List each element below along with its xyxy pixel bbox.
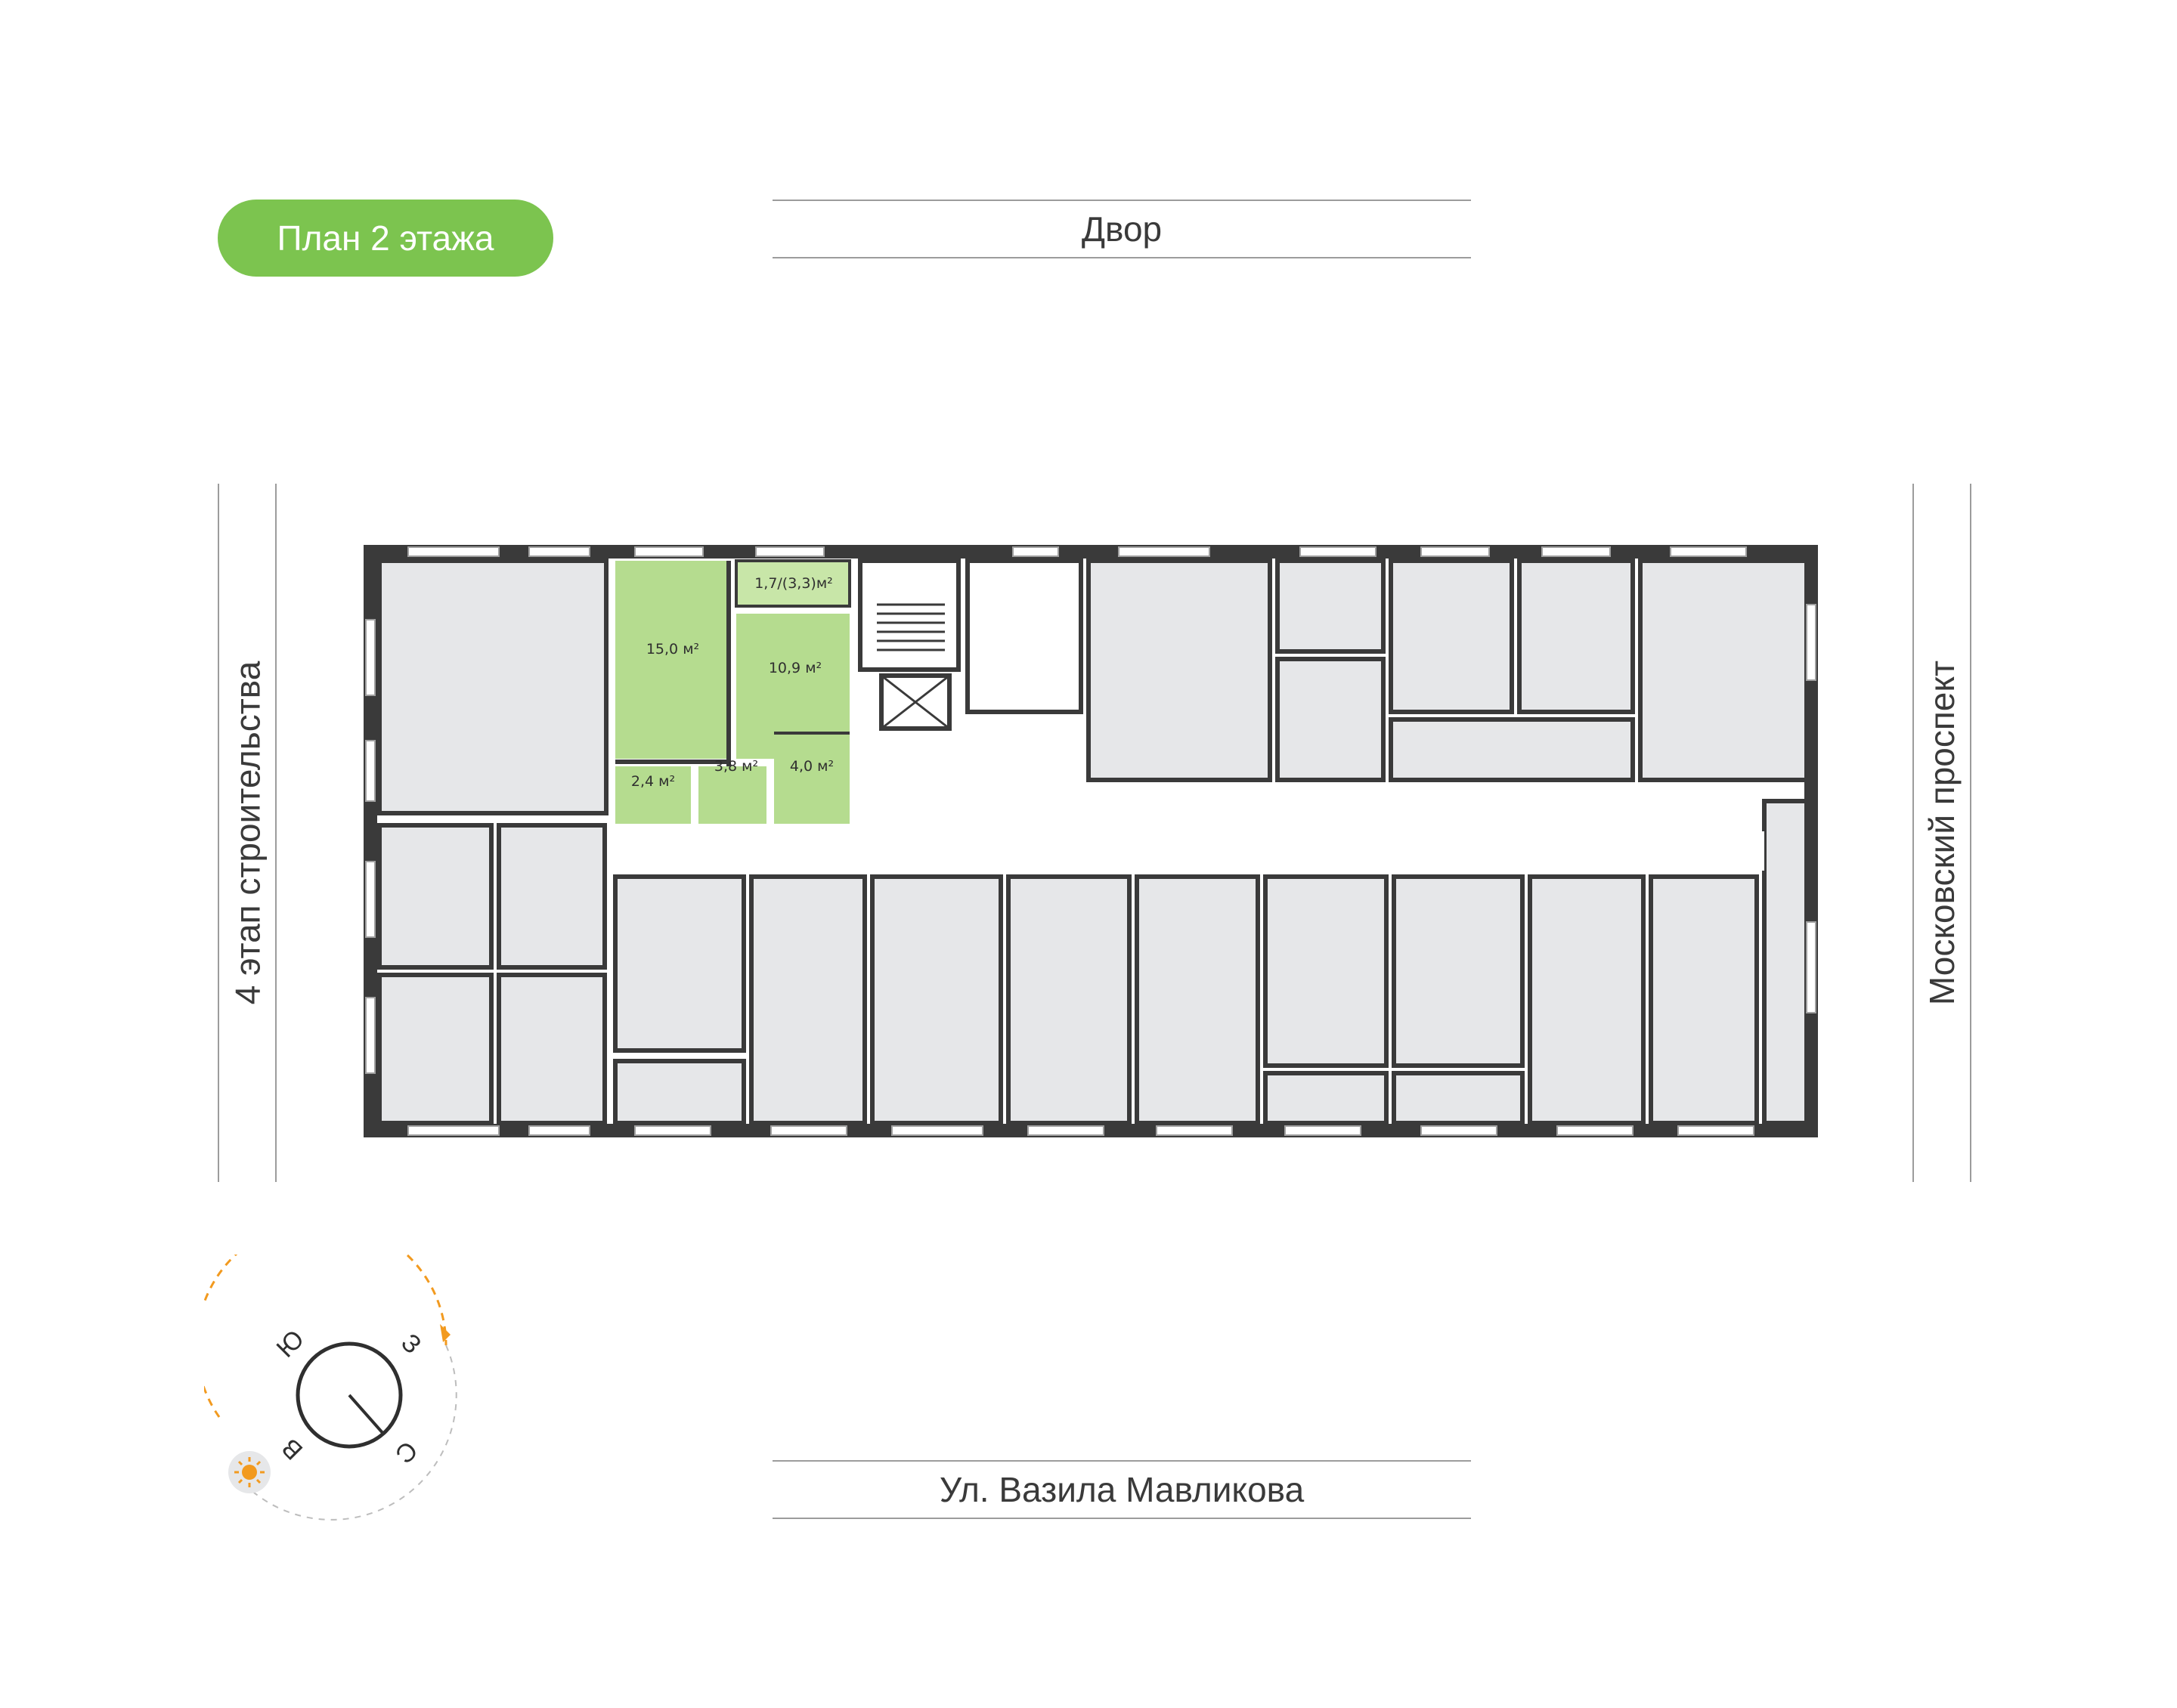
apartment-block [1392, 1071, 1525, 1125]
windows [365, 546, 1816, 1136]
apartment-block [870, 874, 1003, 1125]
street-bottom-text: Ул. Вазила Мавликова [939, 1470, 1305, 1509]
area-storage: 2,4 м² [631, 773, 675, 790]
compass-letter-east: В [276, 1433, 308, 1465]
apartment-block [1135, 874, 1260, 1125]
area-balcony: 1,7/(3,3)м² [754, 575, 833, 592]
compass-needle [348, 1394, 386, 1436]
corridor [615, 831, 1764, 871]
area-kitchen: 10,9 м² [769, 660, 822, 676]
compass-letter-west: З [395, 1329, 426, 1360]
floor-plan-badge-label: План 2 этажа [277, 218, 494, 258]
room-hall [698, 766, 766, 824]
chevron-down-icon [440, 1324, 451, 1342]
compass-dial [296, 1341, 403, 1449]
apartment-block [1517, 559, 1635, 714]
night-path-arc [249, 1344, 457, 1521]
apartment-block [1528, 874, 1646, 1125]
highlighted-apartment[interactable]: 15,0 м² 10,9 м² 1,7/(3,3)м² 3,8 м² 2,4 м… [615, 559, 851, 824]
stair-elevator-core [858, 559, 1083, 731]
sun-path-arc [204, 1255, 447, 1418]
room-storage [615, 766, 691, 824]
apartment-block [377, 823, 494, 970]
sun-icon [228, 1451, 271, 1493]
apartment-block [1389, 717, 1635, 782]
floor-plan: 15,0 м² 10,9 м² 1,7/(3,3)м² 3,8 м² 2,4 м… [364, 545, 1818, 1137]
apartment-block [1638, 559, 1809, 782]
apartments-bottom-row [613, 799, 1809, 1125]
room-living [615, 561, 729, 759]
staircase [858, 559, 961, 672]
apartment-block [613, 1059, 746, 1125]
street-label-top: Двор [773, 200, 1471, 258]
apartment-block [1263, 1071, 1389, 1125]
compass-letter-south: Ю [271, 1325, 310, 1363]
street-label-right: Московский проспект [1912, 484, 1971, 1182]
apartment-block [497, 823, 607, 970]
apartment-block [1275, 559, 1386, 654]
compass: Ю З В С [204, 1255, 457, 1521]
room-balcony [735, 559, 851, 608]
compass-letter-north: С [389, 1435, 423, 1468]
apartment-block [377, 973, 494, 1125]
apartment-block [1389, 559, 1514, 714]
apartment-block [377, 559, 609, 815]
area-living: 15,0 м² [646, 641, 699, 658]
street-label-left: 4 этап строительства [218, 484, 277, 1182]
street-right-text: Московский проспект [1922, 660, 1962, 1006]
apartment-block [613, 874, 746, 1053]
street-left-text: 4 этап строительства [228, 661, 268, 1005]
area-hall: 3,8 м² [714, 758, 758, 775]
room-bathroom [774, 736, 850, 824]
apartment-block [1275, 657, 1386, 782]
apartments-top-row [377, 559, 1809, 1125]
apartment-block [1392, 874, 1525, 1068]
apartment-block [1263, 874, 1389, 1068]
apartment-block [1649, 874, 1759, 1125]
apartment-block [1086, 559, 1272, 782]
floor-plan-badge: План 2 этажа [218, 200, 553, 277]
apartment-block [497, 973, 607, 1125]
apartment-block [1762, 799, 1809, 1125]
street-label-bottom: Ул. Вазила Мавликова [773, 1460, 1471, 1519]
area-bathroom: 4,0 м² [790, 758, 834, 775]
apartment-block [749, 874, 867, 1125]
apartment-block [1006, 874, 1132, 1125]
street-top-text: Двор [1081, 209, 1163, 249]
corridor-core [965, 559, 1083, 714]
